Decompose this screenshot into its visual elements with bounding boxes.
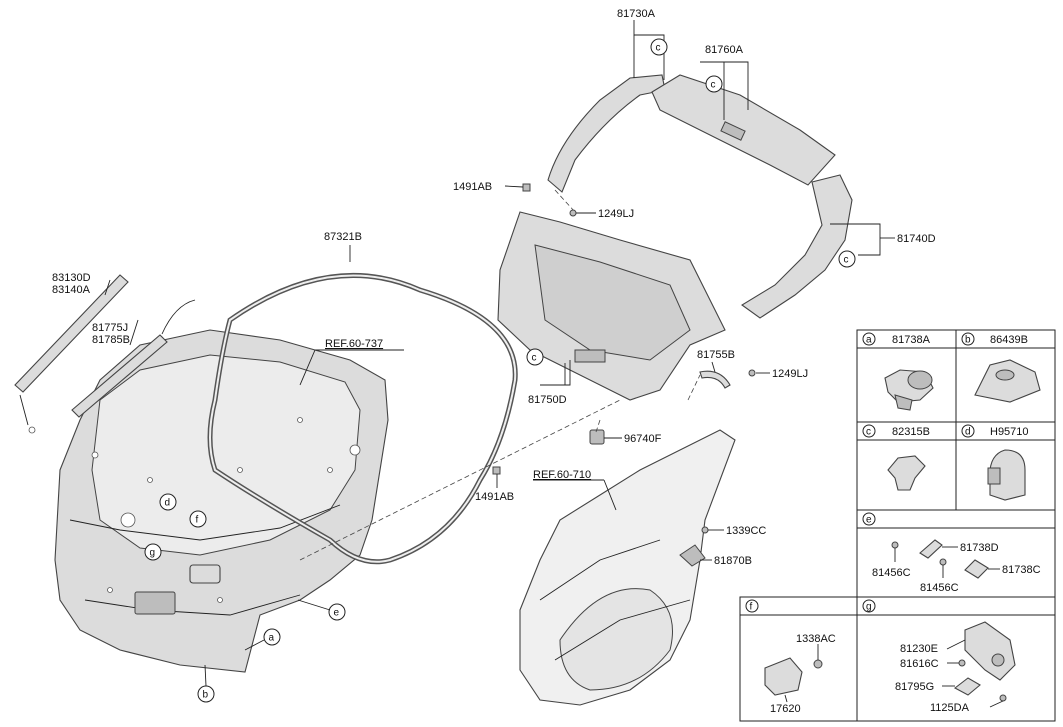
body-structure [519,429,736,706]
legend-grid [739,329,1056,722]
label-81755b: 81755B [697,349,735,361]
legend-e-letter: e [862,512,876,526]
svg-text:b: b [965,335,971,346]
svg-text:g: g [866,602,872,613]
svg-text:e: e [866,515,872,526]
gas-struts [14,274,196,434]
trim-81755b [699,370,731,389]
ref-60-710: REF.60-710 [533,469,591,481]
legend-f-1338ac: 1338AC [796,633,836,645]
legend-f-contents [764,644,823,703]
svg-text:f: f [196,515,199,526]
grommet-86439b [974,359,1041,403]
svg-text:a: a [866,335,872,346]
upper-trim-81760a [651,74,836,186]
legend-g-81616c: 81616C [900,658,939,670]
lower-trim-81750d [497,211,726,401]
label-81760a: 81760A [705,44,744,56]
legend-e-81738d: 81738D [960,542,999,554]
label-1491ab-top: 1491AB [453,181,492,193]
callout-c-1: c [650,38,668,56]
label-1491ab-mid: 1491AB [475,491,514,503]
svg-text:c: c [711,80,716,91]
legend-g-81795g: 81795G [895,681,934,693]
legend-g-81230e: 81230E [900,643,938,655]
clip-96740f [589,429,605,445]
legend-e-contents [891,539,1000,579]
legend-c-part: 82315B [892,426,930,438]
side-trim-81740d [741,174,853,319]
svg-text:c: c [866,427,871,438]
svg-text:a: a [269,633,275,644]
legend-b-letter: b [961,332,975,346]
callout-e: e [328,603,346,621]
svg-text:f: f [750,602,753,613]
clip-82315b [887,455,926,491]
legend-d-part: H95710 [990,426,1029,438]
svg-text:g: g [150,548,156,559]
label-81750d: 81750D [528,394,567,406]
callout-a: a [263,628,281,646]
callout-b: b [197,685,215,703]
label-96740f: 96740F [624,433,662,445]
legend-e-81738c: 81738C [1002,564,1041,576]
svg-text:c: c [656,43,661,54]
label-81785b: 81785B [92,334,130,346]
legend-g-letter: g [862,599,876,613]
legend-e-81456c-2: 81456C [920,582,959,594]
svg-text:e: e [334,608,340,619]
svg-text:c: c [532,353,537,364]
svg-text:c: c [844,255,849,266]
callout-d: d [159,493,177,511]
callout-c-4: c [526,348,544,366]
legend-f-letter: f [745,599,759,613]
upper-trim-81730a [547,74,666,193]
label-1249lj-top: 1249LJ [598,208,634,220]
legend-g-1125da: 1125DA [930,702,970,714]
legend-f-17620: 17620 [770,703,801,715]
label-1339cc: 1339CC [726,525,766,537]
callout-c-2: c [705,75,723,93]
label-1249lj-right: 1249LJ [772,368,808,380]
label-83130d: 83130D [52,272,91,284]
label-87321b: 87321B [324,231,362,243]
callout-f: f [189,510,207,528]
label-81775j: 81775J [92,322,128,334]
callout-c-3: c [838,250,856,268]
legend-g-contents [942,621,1016,708]
stopper-h95710 [987,449,1026,501]
label-83140a: 83140A [52,284,91,296]
legend-c-letter: c [862,424,876,438]
legend-d-letter: d [961,424,975,438]
svg-text:d: d [965,427,971,438]
tailgate-panel [54,329,389,673]
svg-text:d: d [165,498,171,509]
callout-g: g [144,543,162,561]
legend-a-part: 81738A [892,334,931,346]
label-81870b: 81870B [714,555,752,567]
clip-81738a [884,369,934,411]
label-81730a: 81730A [617,8,656,20]
legend-e-81456c-1: 81456C [872,567,911,579]
legend-a-letter: a [862,332,876,346]
legend-b-part: 86439B [990,334,1028,346]
svg-text:b: b [203,690,209,701]
ref-60-737: REF.60-737 [325,338,383,350]
label-81740d: 81740D [897,233,936,245]
